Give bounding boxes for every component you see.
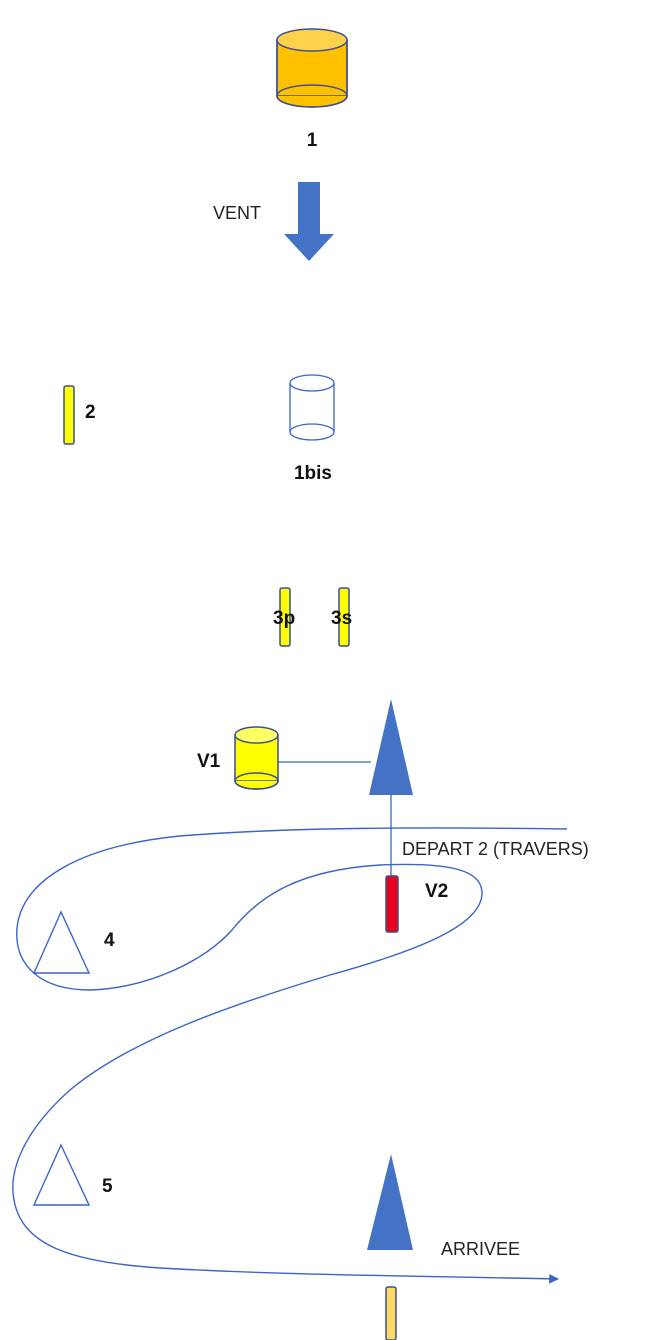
buoy-v2-label: V2 (425, 881, 448, 902)
gate-3p-label: 3p (273, 608, 295, 629)
mark-5-triangle-icon (32, 1143, 91, 1206)
buoy-v1-cylinder-icon (234, 726, 279, 790)
committee-boat-start-icon (369, 699, 413, 795)
buoy-1-label: 1 (307, 130, 318, 151)
gate-3s-label: 3s (331, 608, 352, 629)
buoy-v2-icon (385, 875, 399, 933)
buoy-1bis-label: 1bis (294, 463, 332, 484)
buoy-1bis-cylinder-icon (289, 374, 335, 441)
wind-label: VENT (213, 203, 261, 223)
finish-label: ARRIVEE (441, 1239, 520, 1259)
course-path (12, 827, 568, 1284)
mark-5-label: 5 (102, 1176, 113, 1197)
finish-buoy-icon (385, 1286, 397, 1340)
buoy-1-cylinder-icon (276, 28, 348, 108)
wind-arrow-icon (284, 182, 334, 261)
start-label: DEPART 2 (TRAVERS) (402, 839, 589, 859)
buoy-2-icon (63, 385, 75, 445)
gate-3p-icon (279, 587, 291, 647)
buoy-v1-label: V1 (197, 751, 221, 772)
gate-3s-icon (338, 587, 350, 647)
mark-4-triangle-icon (32, 910, 91, 974)
buoy-2-label: 2 (85, 402, 96, 423)
committee-boat-finish-icon (367, 1154, 413, 1250)
mark-4-label: 4 (104, 930, 115, 951)
